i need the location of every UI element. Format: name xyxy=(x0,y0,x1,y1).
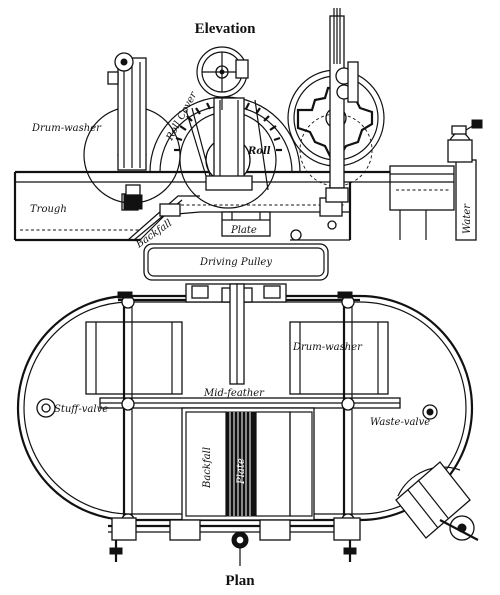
plan-drum-washer-label: Drum-washer xyxy=(292,342,363,353)
waste-valve-label: Waste-valve xyxy=(370,417,430,428)
waste-valve xyxy=(422,404,438,420)
stuff-valve-label: Stuff-valve xyxy=(54,404,108,415)
plan-title: Plan xyxy=(225,573,255,589)
plan-backfall-label: Backfall xyxy=(202,447,213,489)
roll-bars xyxy=(174,102,282,152)
roll-label: Roll xyxy=(247,146,271,157)
plan-bottom-shaft xyxy=(108,517,361,566)
elevation-drum-washer-label: Drum-washer xyxy=(31,123,102,134)
plan-plate xyxy=(225,411,257,517)
driving-pulley: Driving Pulley xyxy=(143,243,329,281)
plan-plate-label: Plate xyxy=(236,458,247,485)
plan-drum-washer-left xyxy=(85,321,183,395)
left-drum-washer xyxy=(83,52,181,210)
pulley-shaft xyxy=(229,283,245,385)
elevation-view: Elevation xyxy=(13,8,483,251)
trough-label: Trough xyxy=(30,204,67,215)
stuff-valve xyxy=(36,398,56,418)
elevation-plate-label: Plate xyxy=(230,225,257,236)
plate-box xyxy=(221,211,271,237)
roll-assembly xyxy=(149,46,301,209)
driving-pulley-label: Driving Pulley xyxy=(199,257,272,268)
valve-handwheel xyxy=(395,461,479,541)
water-tank xyxy=(389,119,483,241)
mid-feather-label: Mid-feather xyxy=(203,388,265,399)
plan-view: Drum-washer Mid-feather Stuff-valve Wast… xyxy=(16,283,479,589)
plan-lower-section xyxy=(181,407,315,521)
elevation-title: Elevation xyxy=(195,21,256,37)
plan-drum-washer-right xyxy=(289,321,389,395)
right-drum-washer xyxy=(287,8,385,203)
mid-feather xyxy=(99,397,401,409)
water-label: Water xyxy=(462,203,473,234)
plan-side-frames xyxy=(117,291,355,540)
